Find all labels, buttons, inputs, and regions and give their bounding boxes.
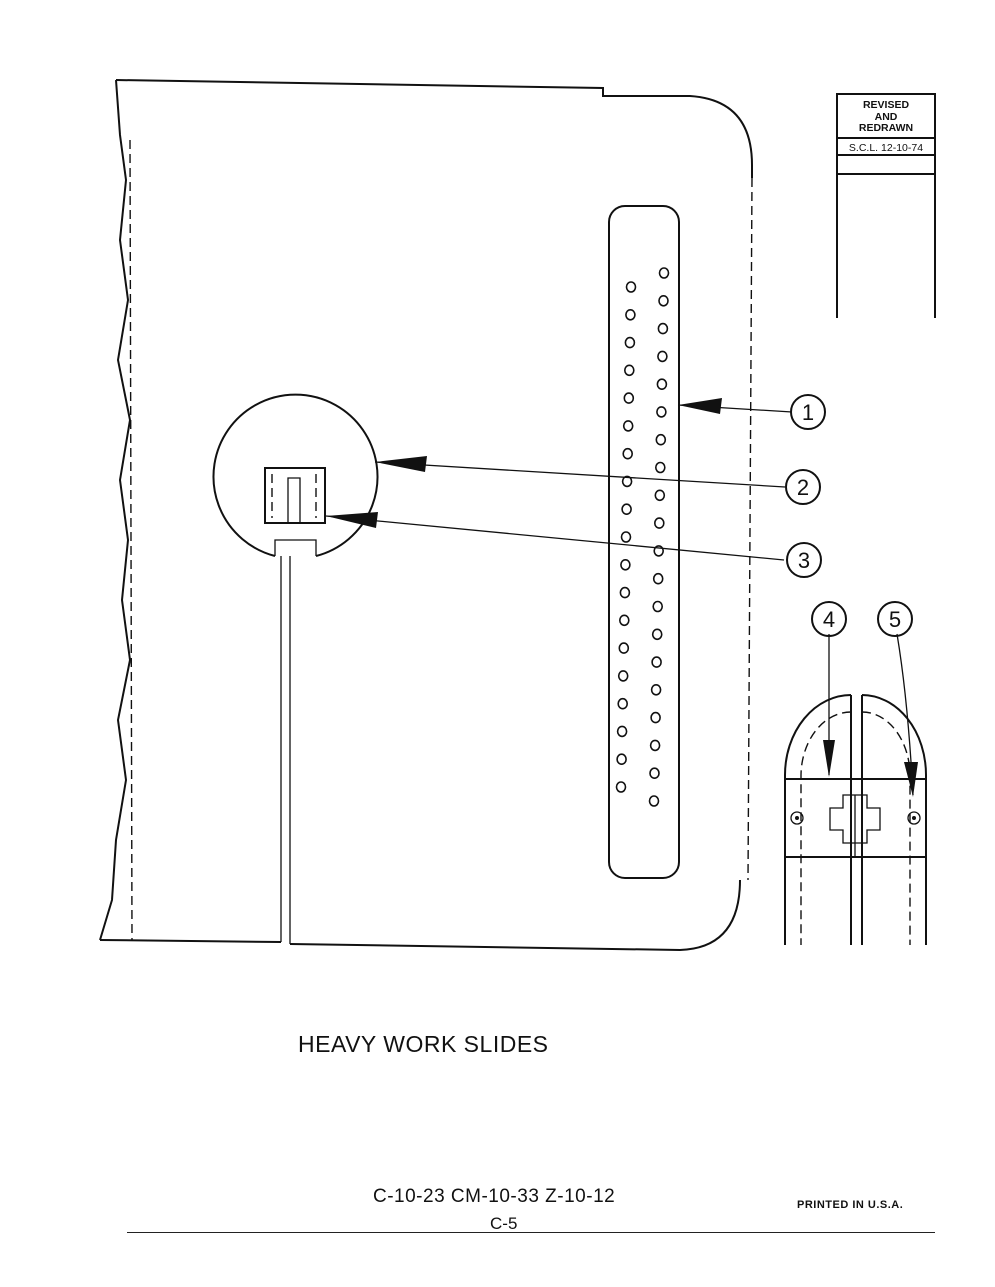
strip-hole [650, 711, 661, 724]
strip-hole [656, 378, 668, 391]
strip-hole [651, 656, 662, 668]
strip-hole [658, 267, 670, 279]
strip-hole [619, 586, 631, 599]
strip-hole [657, 322, 669, 335]
revision-date: S.C.L. 12-10-74 [849, 142, 923, 154]
page-number: C-5 [490, 1214, 518, 1233]
strip-hole [622, 420, 634, 432]
strip-hole [648, 795, 660, 807]
callout-3: 3 [786, 542, 822, 578]
strip-hole [617, 670, 629, 682]
callout-4: 4 [811, 601, 847, 637]
revised-line-2: AND [875, 111, 898, 123]
slide-end-detail [784, 694, 927, 945]
strip-hole [654, 489, 666, 502]
strip-hole [650, 683, 662, 696]
strip-hole [623, 392, 635, 404]
model-numbers: C-10-23 CM-10-33 Z-10-12 [373, 1186, 616, 1207]
strip-hole [649, 767, 660, 780]
strip-hole [625, 281, 637, 293]
strip-hole [656, 406, 667, 418]
strip-hole [651, 628, 663, 641]
revised-line-1: REVISED [863, 99, 910, 111]
callout-2-label: 2 [797, 475, 809, 500]
arrow-4-head [823, 740, 835, 777]
strip-hole [615, 781, 627, 793]
strip-hole [621, 503, 632, 516]
strip-hole [657, 350, 668, 363]
strip-hole [625, 308, 636, 321]
printed-notice: PRINTED IN U.S.A. [797, 1199, 904, 1211]
strip-hole [652, 600, 664, 613]
callout-2: 2 [785, 469, 821, 505]
strip-hole [620, 531, 632, 543]
strip-hole [655, 433, 667, 446]
slide-plate [99, 79, 753, 952]
strip-hole [652, 572, 664, 585]
hole-strip [608, 205, 680, 879]
strip-hole [617, 697, 629, 710]
callout-3-label: 3 [798, 548, 810, 573]
plunger-detail [212, 393, 379, 944]
callout-4-label: 4 [823, 607, 835, 632]
callout-5-label: 5 [889, 607, 901, 632]
arrow-2-head [375, 456, 427, 472]
strip-hole [621, 475, 633, 488]
strip-hole [649, 739, 661, 752]
arrow-3-head [326, 512, 378, 528]
strip-holes [615, 267, 670, 807]
strip-hole [653, 517, 665, 529]
callout-1-label: 1 [802, 400, 814, 425]
revision-box: REVISED AND REDRAWN S.C.L. 12-10-74 [836, 93, 936, 318]
strip-hole [623, 364, 635, 377]
strip-hole [654, 461, 666, 474]
strip-hole [653, 545, 665, 557]
revised-line-3: REDRAWN [859, 122, 913, 134]
strip-hole [624, 336, 636, 349]
strip-hole [616, 725, 628, 738]
drawing-title: HEAVY WORK SLIDES [298, 1031, 549, 1057]
callout-5: 5 [877, 601, 913, 637]
footer-rule [127, 1232, 935, 1233]
strip-hole [622, 447, 634, 460]
arrow-1-head [678, 398, 722, 414]
strip-hole [620, 558, 631, 571]
strip-hole [618, 642, 630, 654]
strip-hole [658, 294, 669, 307]
strip-hole [616, 753, 627, 766]
strip-hole [618, 614, 630, 627]
callout-1: 1 [790, 394, 826, 430]
